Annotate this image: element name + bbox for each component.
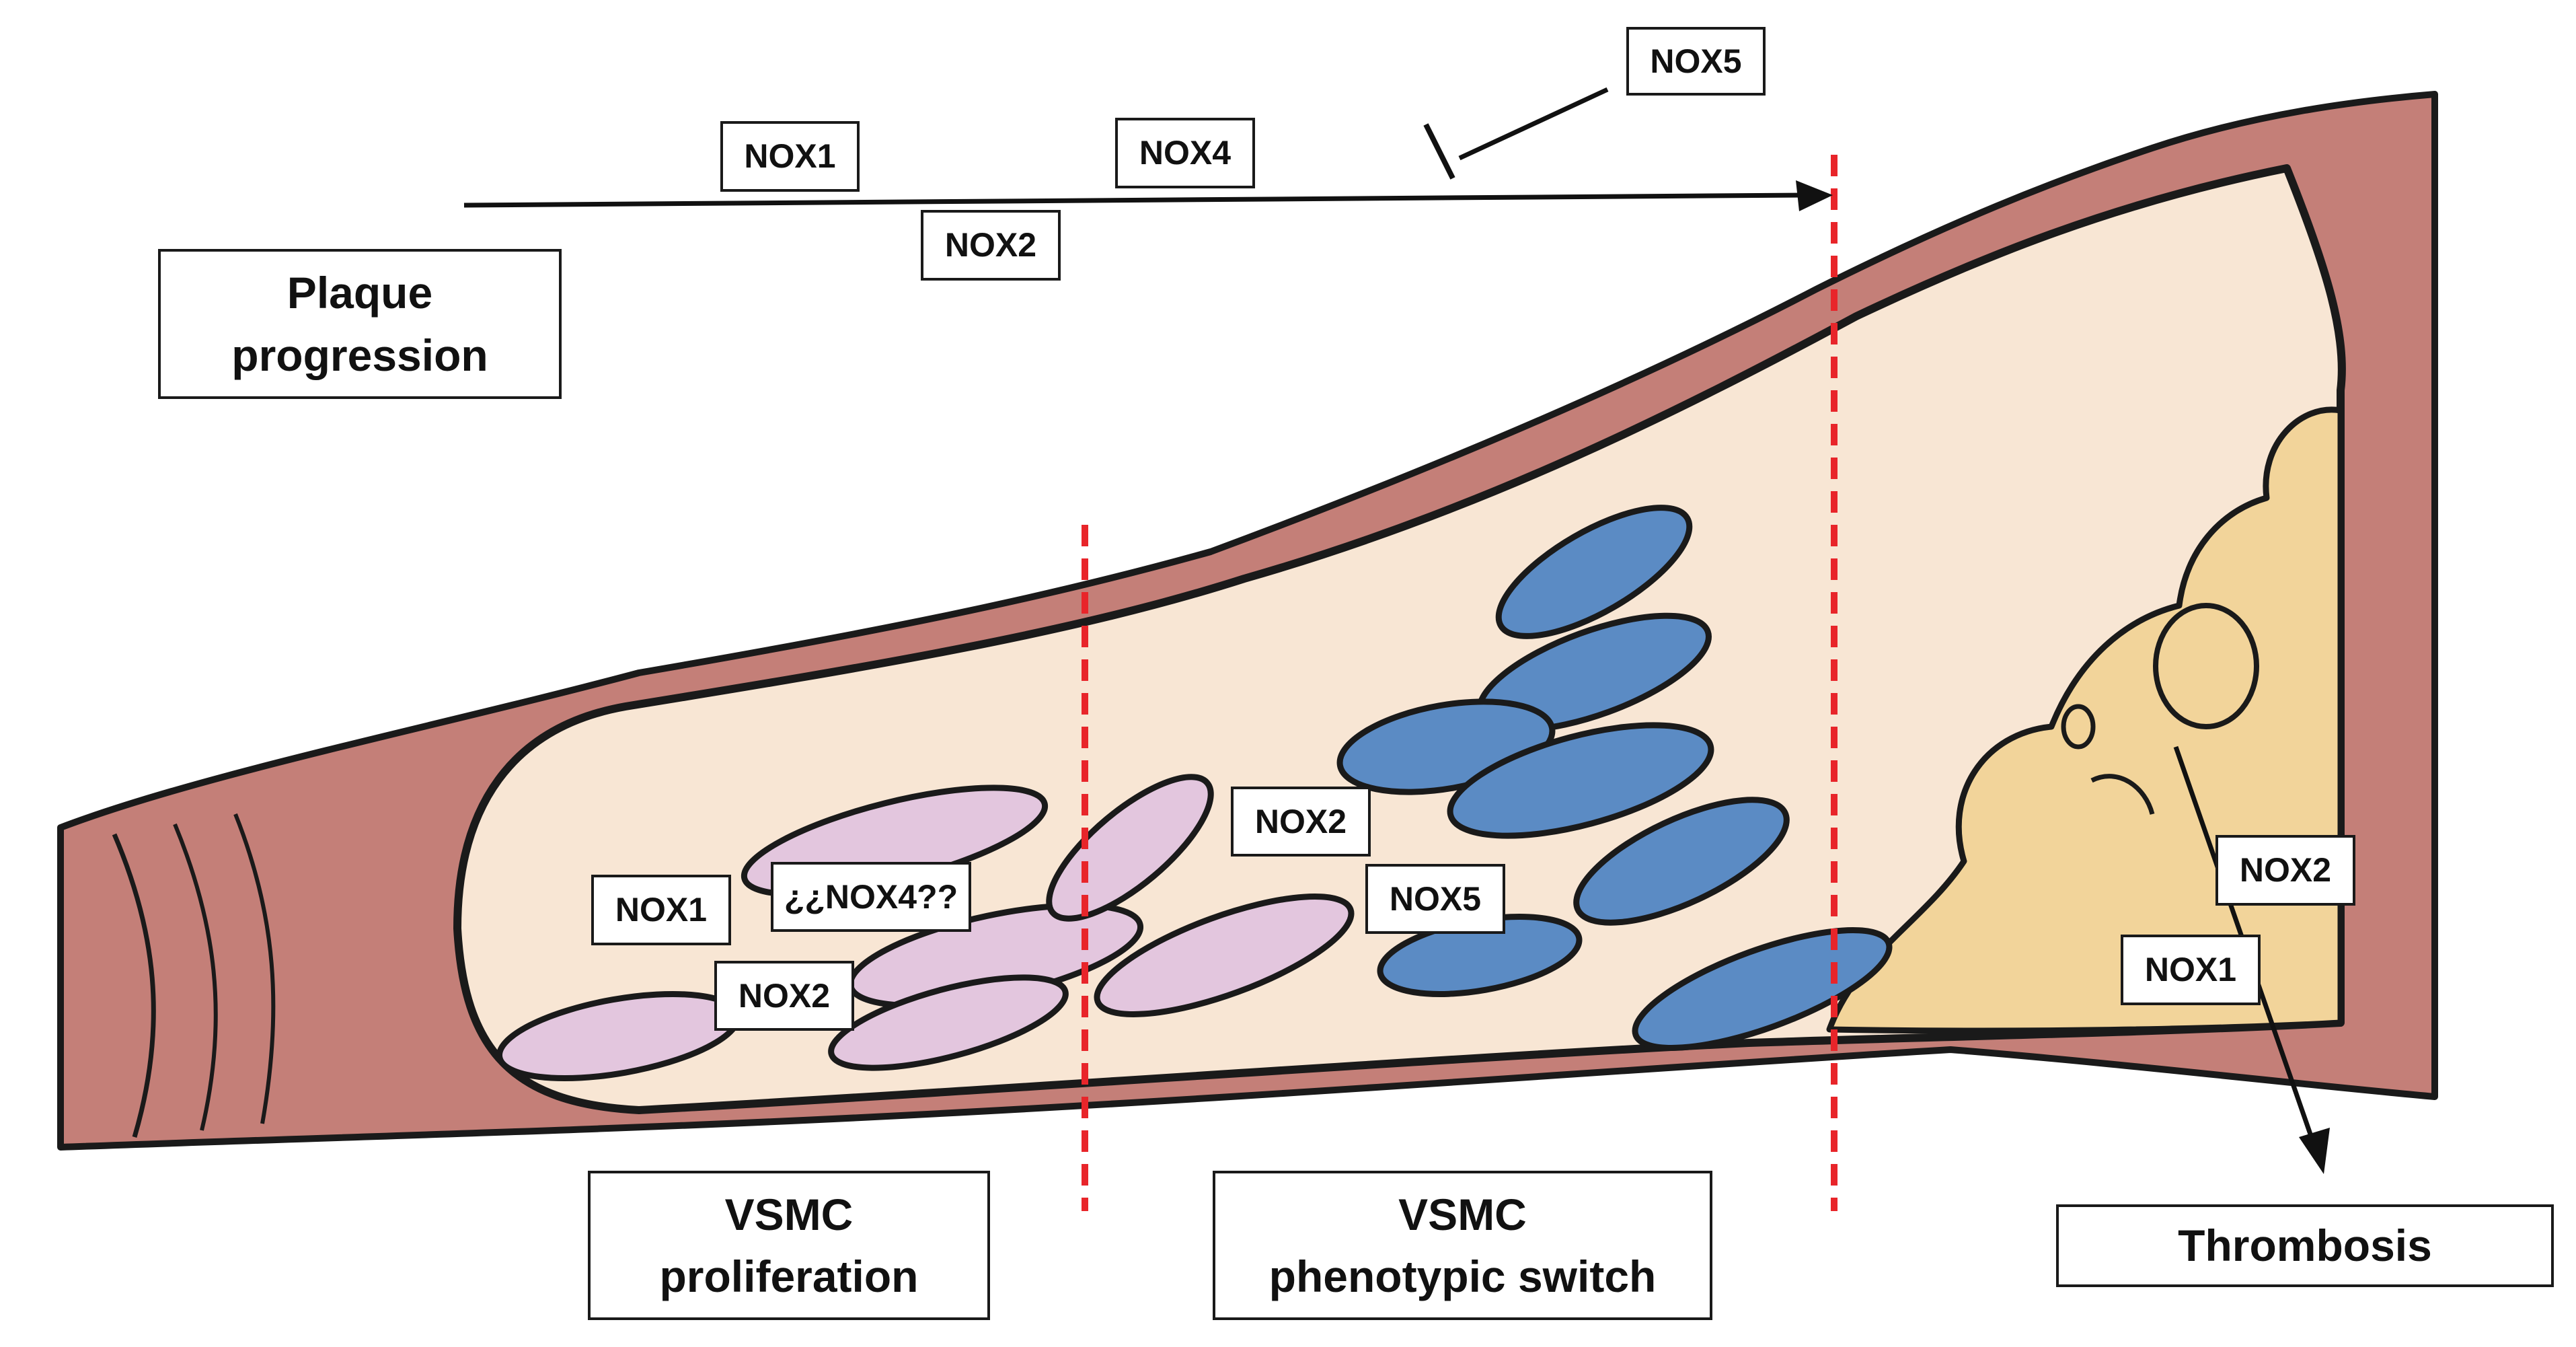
vsmc-switched <box>1632 927 1893 1051</box>
inhibition-bar <box>1423 123 1455 180</box>
thrombus-cell <box>2061 704 2096 750</box>
zone-title-thrombosis: Thrombosis <box>2056 1204 2554 1287</box>
zone-title-phenotypic-switch: VSMC phenotypic switch <box>1213 1171 1712 1320</box>
arrow-label-nox2: NOX2 <box>921 210 1061 281</box>
arrow-label-nox4: NOX4 <box>1115 118 1255 188</box>
arrow-label-nox1: NOX1 <box>720 121 860 192</box>
thrombosis-label-nox2: NOX2 <box>2215 835 2355 906</box>
zone-title-proliferation-line2: proliferation <box>659 1251 919 1301</box>
arrowhead <box>2299 1128 2330 1174</box>
wall-fold-line <box>173 823 218 1131</box>
vsmc-switched <box>1495 505 1693 639</box>
plaque-progression-label: Plaque progression <box>158 249 562 399</box>
thrombus-detail <box>2090 774 2155 815</box>
plaque-progression-line1: Plaque <box>287 268 433 318</box>
plaque-progression-arrow <box>463 192 1803 208</box>
wall-fold-line <box>233 813 276 1124</box>
inhibition-line <box>1458 87 1609 161</box>
thrombus-cell <box>2153 603 2259 729</box>
vsmc-switched <box>1573 797 1790 926</box>
plaque-progression-line2: progression <box>231 330 488 380</box>
zone-title-thrombosis-text: Thrombosis <box>2178 1221 2432 1271</box>
proliferation-label-nox4: ¿¿NOX4?? <box>771 862 971 932</box>
switch-label-nox5: NOX5 <box>1365 864 1505 934</box>
switch-label-nox2: NOX2 <box>1231 787 1371 857</box>
zone-title-proliferation-line1: VSMC <box>724 1189 854 1239</box>
vsmc-contractile <box>1046 774 1214 922</box>
zone-title-switch-line2: phenotypic switch <box>1268 1251 1657 1301</box>
vsmc-switched <box>1447 722 1714 839</box>
zone-title-proliferation: VSMC proliferation <box>588 1171 990 1320</box>
arrowhead <box>1796 180 1833 211</box>
vsmc-contractile <box>828 974 1069 1071</box>
proliferation-label-nox2: NOX2 <box>714 961 854 1031</box>
vsmc-contractile-cluster <box>496 774 1355 1082</box>
inhibitor-label-nox5: NOX5 <box>1626 27 1766 96</box>
thrombosis-label-nox1: NOX1 <box>2121 935 2261 1005</box>
zone-title-switch-line1: VSMC <box>1398 1189 1527 1239</box>
vsmc-contractile <box>1094 894 1355 1017</box>
wall-fold-line <box>112 833 156 1138</box>
vsmc-switched-cluster <box>1336 505 1893 1051</box>
proliferation-label-nox1: NOX1 <box>591 875 731 945</box>
